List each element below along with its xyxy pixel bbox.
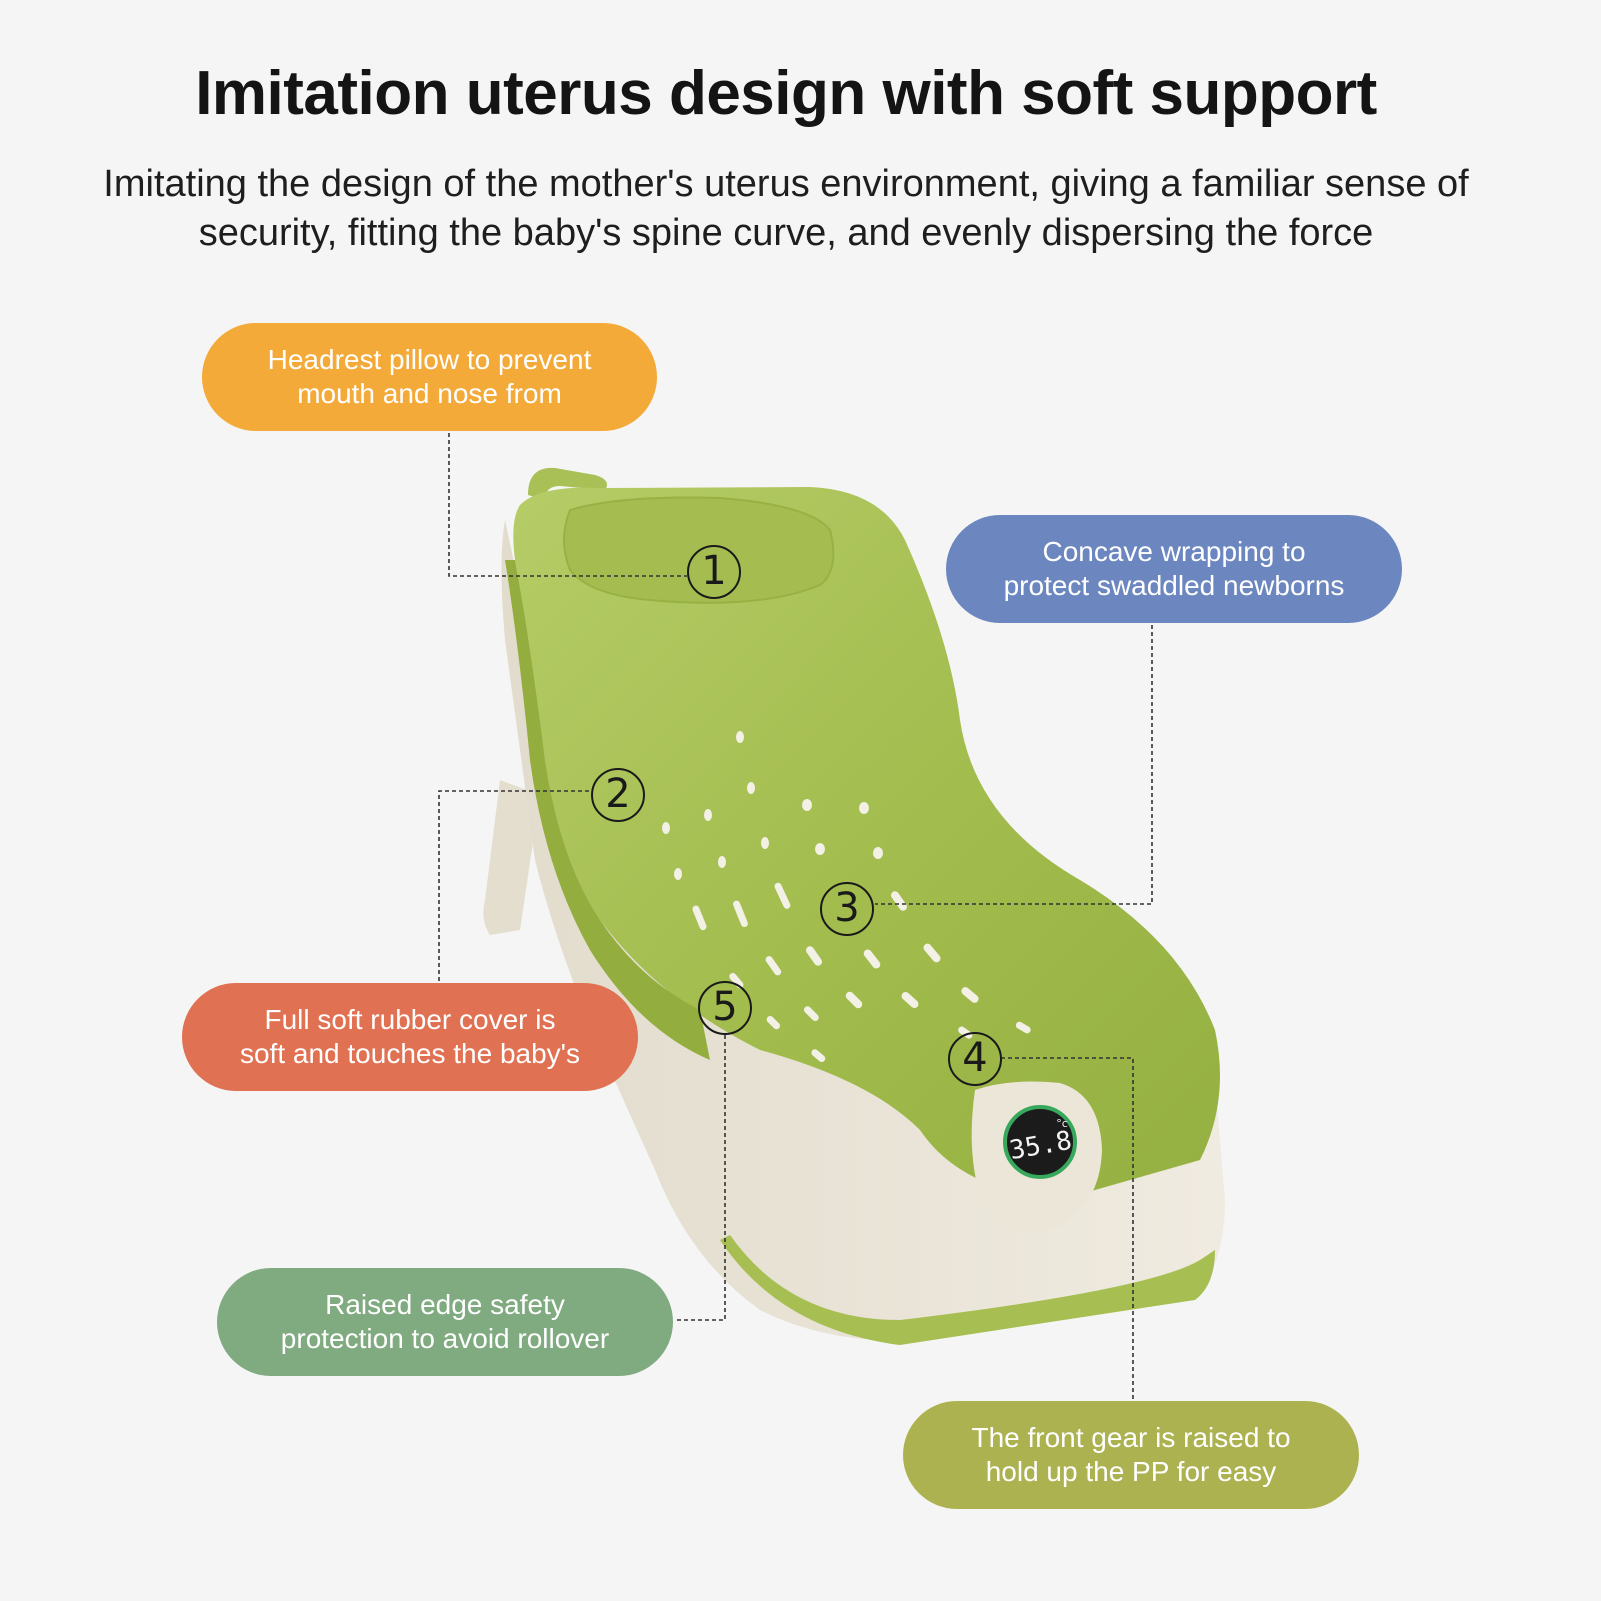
callout-line: The front gear is raised to	[971, 1422, 1291, 1453]
callout-line: mouth and nose from	[297, 378, 562, 409]
page-title: Imitation uterus design with soft suppor…	[195, 59, 1377, 128]
callout-concave-wrapping: Concave wrapping to protect swaddled new…	[946, 515, 1402, 623]
callout-headrest-pillow: Headrest pillow to prevent mouth and nos…	[202, 323, 657, 431]
leader-line-5	[674, 1035, 726, 1321]
seat-side	[505, 560, 710, 1060]
callout-line: Full soft rubber cover is	[264, 1004, 556, 1035]
marker-4: 4	[948, 1032, 1002, 1086]
callout-line: soft and touches the baby's	[239, 1038, 581, 1069]
callout-raised-edge: Raised edge safety protection to avoid r…	[217, 1268, 673, 1376]
thermometer-display	[1003, 1105, 1077, 1179]
marker-2: 2	[591, 768, 645, 822]
callout-line: hold up the PP for easy	[985, 1456, 1277, 1487]
callout-line: Raised edge safety	[325, 1289, 565, 1320]
marker-1: 1	[687, 545, 741, 599]
callout-line: Concave wrapping to	[1042, 536, 1306, 567]
leader-lines	[438, 433, 1153, 1400]
hook	[528, 467, 608, 500]
leader-line-4	[1001, 1057, 1134, 1400]
callout-line: Headrest pillow to prevent	[267, 344, 592, 375]
marker-3: 3	[820, 882, 874, 936]
back-leg	[483, 780, 540, 935]
leader-line-2	[438, 790, 591, 981]
marker-5: 5	[698, 981, 752, 1035]
thermometer-unit: °c	[1056, 1117, 1068, 1130]
seat-surface	[513, 487, 1220, 1200]
leader-line-3	[875, 625, 1153, 905]
base-rim	[720, 1235, 1215, 1345]
page-subtitle: Imitating the design of the mother's ute…	[103, 163, 1469, 254]
callout-front-gear: The front gear is raised to hold up the …	[903, 1401, 1359, 1509]
callout-line: protection to avoid rollover	[280, 1323, 610, 1354]
leader-line-1	[448, 433, 687, 577]
callout-line: protect swaddled newborns	[1003, 570, 1345, 601]
callout-soft-rubber-cover: Full soft rubber cover is soft and touch…	[182, 983, 638, 1091]
